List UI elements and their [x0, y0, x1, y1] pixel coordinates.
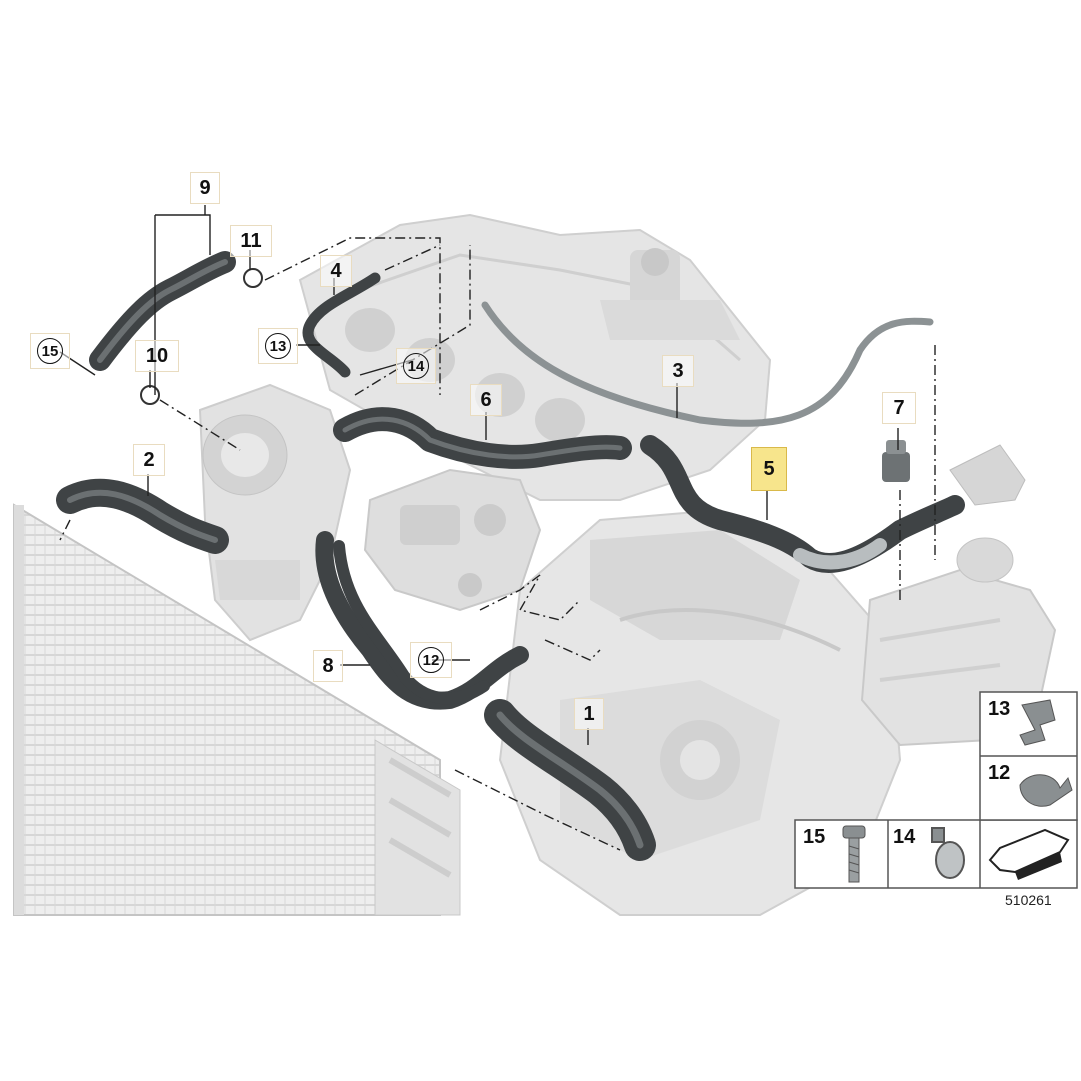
callout-7: 7 — [882, 392, 916, 424]
callout-14: 14 — [396, 348, 436, 384]
coolant-pump-block — [363, 468, 542, 612]
callout-8: 8 — [313, 650, 343, 682]
coolant-hoses — [56, 251, 965, 861]
electric-coolant-pump — [949, 444, 1026, 506]
callout-4: 4 — [320, 255, 352, 287]
clip-13-icon — [1019, 699, 1056, 746]
legend-label-14: 14 — [893, 826, 916, 848]
callout-12: 12 — [410, 642, 452, 678]
callout-9: 9 — [190, 172, 220, 204]
callout-15: 15 — [30, 333, 70, 369]
callout-11: 11 — [230, 225, 272, 257]
legend-label-12: 12 — [988, 762, 1011, 784]
turbocharger-assembly — [198, 383, 352, 642]
o-ring-icon — [140, 385, 160, 405]
callout-2: 2 — [133, 444, 165, 476]
callout-6: 6 — [470, 384, 502, 416]
callout-13: 13 — [258, 328, 298, 364]
callout-1: 1 — [574, 698, 604, 730]
legend-label-15: 15 — [803, 826, 826, 848]
callout-3: 3 — [662, 355, 694, 387]
callout-10: 10 — [135, 340, 179, 372]
o-ring-icon — [243, 268, 263, 288]
radiator — [13, 503, 461, 916]
front-direction-arrow-icon — [988, 828, 1070, 880]
dash-leader-lines — [59, 237, 936, 851]
callout-5: 5 — [751, 447, 787, 491]
temperature-sensor — [882, 440, 910, 482]
legend-label-13: 13 — [988, 698, 1011, 720]
hose-clamp-14-icon — [931, 827, 965, 879]
diagram-number: 510261 — [1005, 892, 1052, 908]
clip-12-icon — [1019, 774, 1073, 807]
bolt-15-icon — [842, 825, 866, 883]
